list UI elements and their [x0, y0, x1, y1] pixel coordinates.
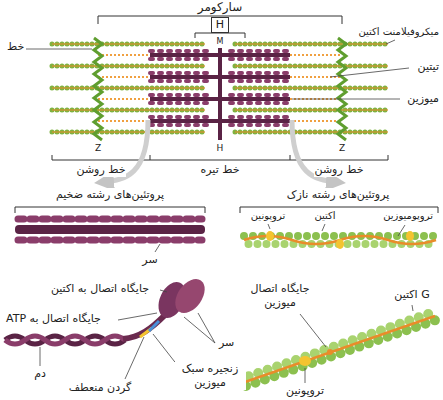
line-label: خط [6, 40, 25, 54]
thick-filament-rod [15, 225, 205, 234]
section-title: پروتئین‌های رشته ضخیم [55, 188, 165, 202]
band-label: خط روشن [76, 163, 127, 177]
band-brackets [52, 155, 388, 160]
part-label: تروپومیوزین [382, 210, 434, 223]
thick-bracket [15, 207, 205, 213]
myosin-tail [5, 336, 125, 344]
z-line [94, 38, 102, 140]
part-label: جایگاه اتصال به اکتین [50, 282, 150, 296]
leader-lines [26, 40, 409, 99]
part-label: جایگاه اتصال میوزین [238, 282, 322, 310]
part-label: سر [141, 253, 158, 267]
part-label: تروپونین [285, 384, 325, 398]
zone-label: H [211, 17, 229, 33]
part-label: جایگاه اتصال به ATP [5, 312, 102, 326]
m-line [218, 48, 222, 140]
myosin-head [169, 274, 210, 319]
section-title: پروتئین‌های رشته نازک [286, 188, 391, 202]
part-label: تروپونین [250, 210, 287, 223]
troponin [299, 356, 311, 366]
part-label: دم [33, 367, 47, 381]
troponin [336, 239, 344, 249]
line-letter: Z [338, 143, 346, 154]
g-actin-strand [246, 320, 436, 386]
part-label: سر [218, 336, 235, 350]
line-letter: M [216, 37, 225, 47]
troponin [266, 231, 274, 241]
region-label: سارکومر [197, 0, 243, 15]
tropomyosin [245, 316, 435, 382]
myosin-tail [5, 336, 125, 344]
band-label: خط روشن [314, 163, 365, 177]
part-label: گردن منعطف [68, 381, 133, 395]
light-chain [149, 321, 159, 331]
leader-lines [300, 305, 413, 383]
part-label: اکتین [313, 210, 336, 223]
part-label: زنجیره سبک میوزین [174, 362, 246, 390]
zone-letter: H [216, 143, 225, 154]
band-label: خط تیره [200, 163, 241, 177]
part-label: میوزین [406, 92, 440, 106]
part-label: تیتین [417, 60, 440, 74]
g-actin-strand [244, 312, 434, 378]
z-line [338, 38, 346, 140]
troponin [406, 231, 414, 241]
part-label: G اکتین [393, 288, 430, 302]
line-letter: Z [94, 143, 102, 154]
myosin-binding-site [327, 349, 333, 355]
leader-lines [155, 224, 405, 252]
part-label: میکروفیلامنت اکتین [357, 26, 440, 39]
